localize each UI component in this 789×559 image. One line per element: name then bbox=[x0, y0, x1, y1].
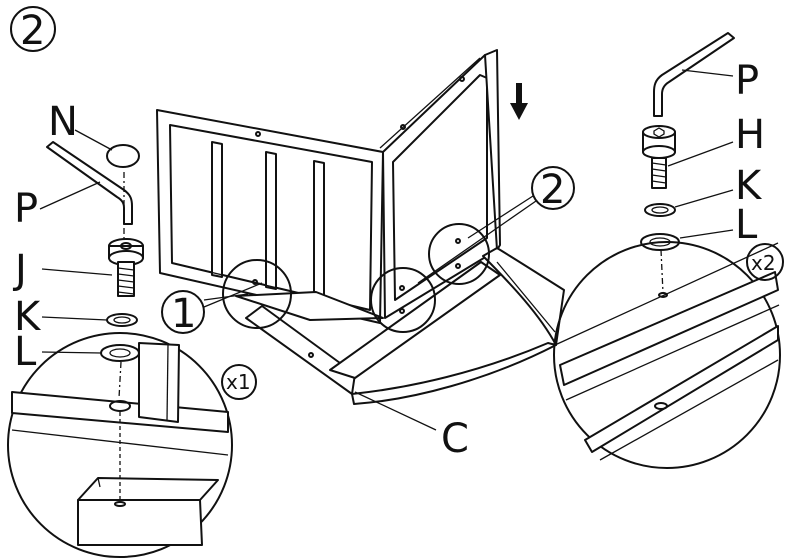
callout-circle-two-b bbox=[428, 223, 490, 285]
chair-frame bbox=[156, 49, 565, 405]
part-label-c: C bbox=[441, 416, 469, 462]
callout-one: 1 bbox=[161, 282, 263, 337]
part-c-callout: C bbox=[354, 391, 469, 462]
callout-two-label: 2 bbox=[540, 167, 565, 213]
cap-n bbox=[106, 144, 140, 168]
part-label-k-left: K bbox=[14, 294, 42, 340]
washer-k-left bbox=[106, 313, 138, 327]
part-label-h: H bbox=[735, 112, 765, 158]
callout-circle-two-a bbox=[370, 267, 436, 333]
part-label-j: J bbox=[12, 247, 27, 293]
left-hardware: N P J K L bbox=[12, 99, 144, 399]
quantity-left: x1 bbox=[226, 370, 251, 394]
part-label-l-right: L bbox=[735, 202, 758, 248]
right-hardware: P H K L bbox=[640, 32, 765, 298]
bolt-h bbox=[642, 125, 676, 189]
left-detail-view: x1 bbox=[7, 332, 257, 558]
allen-key-left bbox=[46, 141, 133, 225]
part-label-n: N bbox=[48, 99, 78, 145]
part-label-p-right: P bbox=[735, 58, 759, 104]
down-arrow-icon bbox=[510, 83, 528, 120]
step-badge: 2 bbox=[10, 6, 56, 54]
washer-k-right bbox=[644, 203, 676, 217]
part-label-p-left: P bbox=[14, 186, 38, 232]
right-detail-view: x2 bbox=[496, 241, 784, 469]
step-number: 2 bbox=[20, 8, 45, 54]
bolt-j bbox=[108, 238, 144, 297]
callout-circle-one bbox=[222, 259, 292, 329]
callout-two: 2 bbox=[417, 166, 575, 284]
quantity-right: x2 bbox=[751, 251, 776, 275]
washer-l-left bbox=[100, 344, 140, 362]
callout-one-label: 1 bbox=[171, 291, 196, 337]
part-label-l-left: L bbox=[14, 329, 37, 375]
part-label-k-right: K bbox=[735, 163, 763, 209]
allen-key-right bbox=[653, 32, 735, 117]
